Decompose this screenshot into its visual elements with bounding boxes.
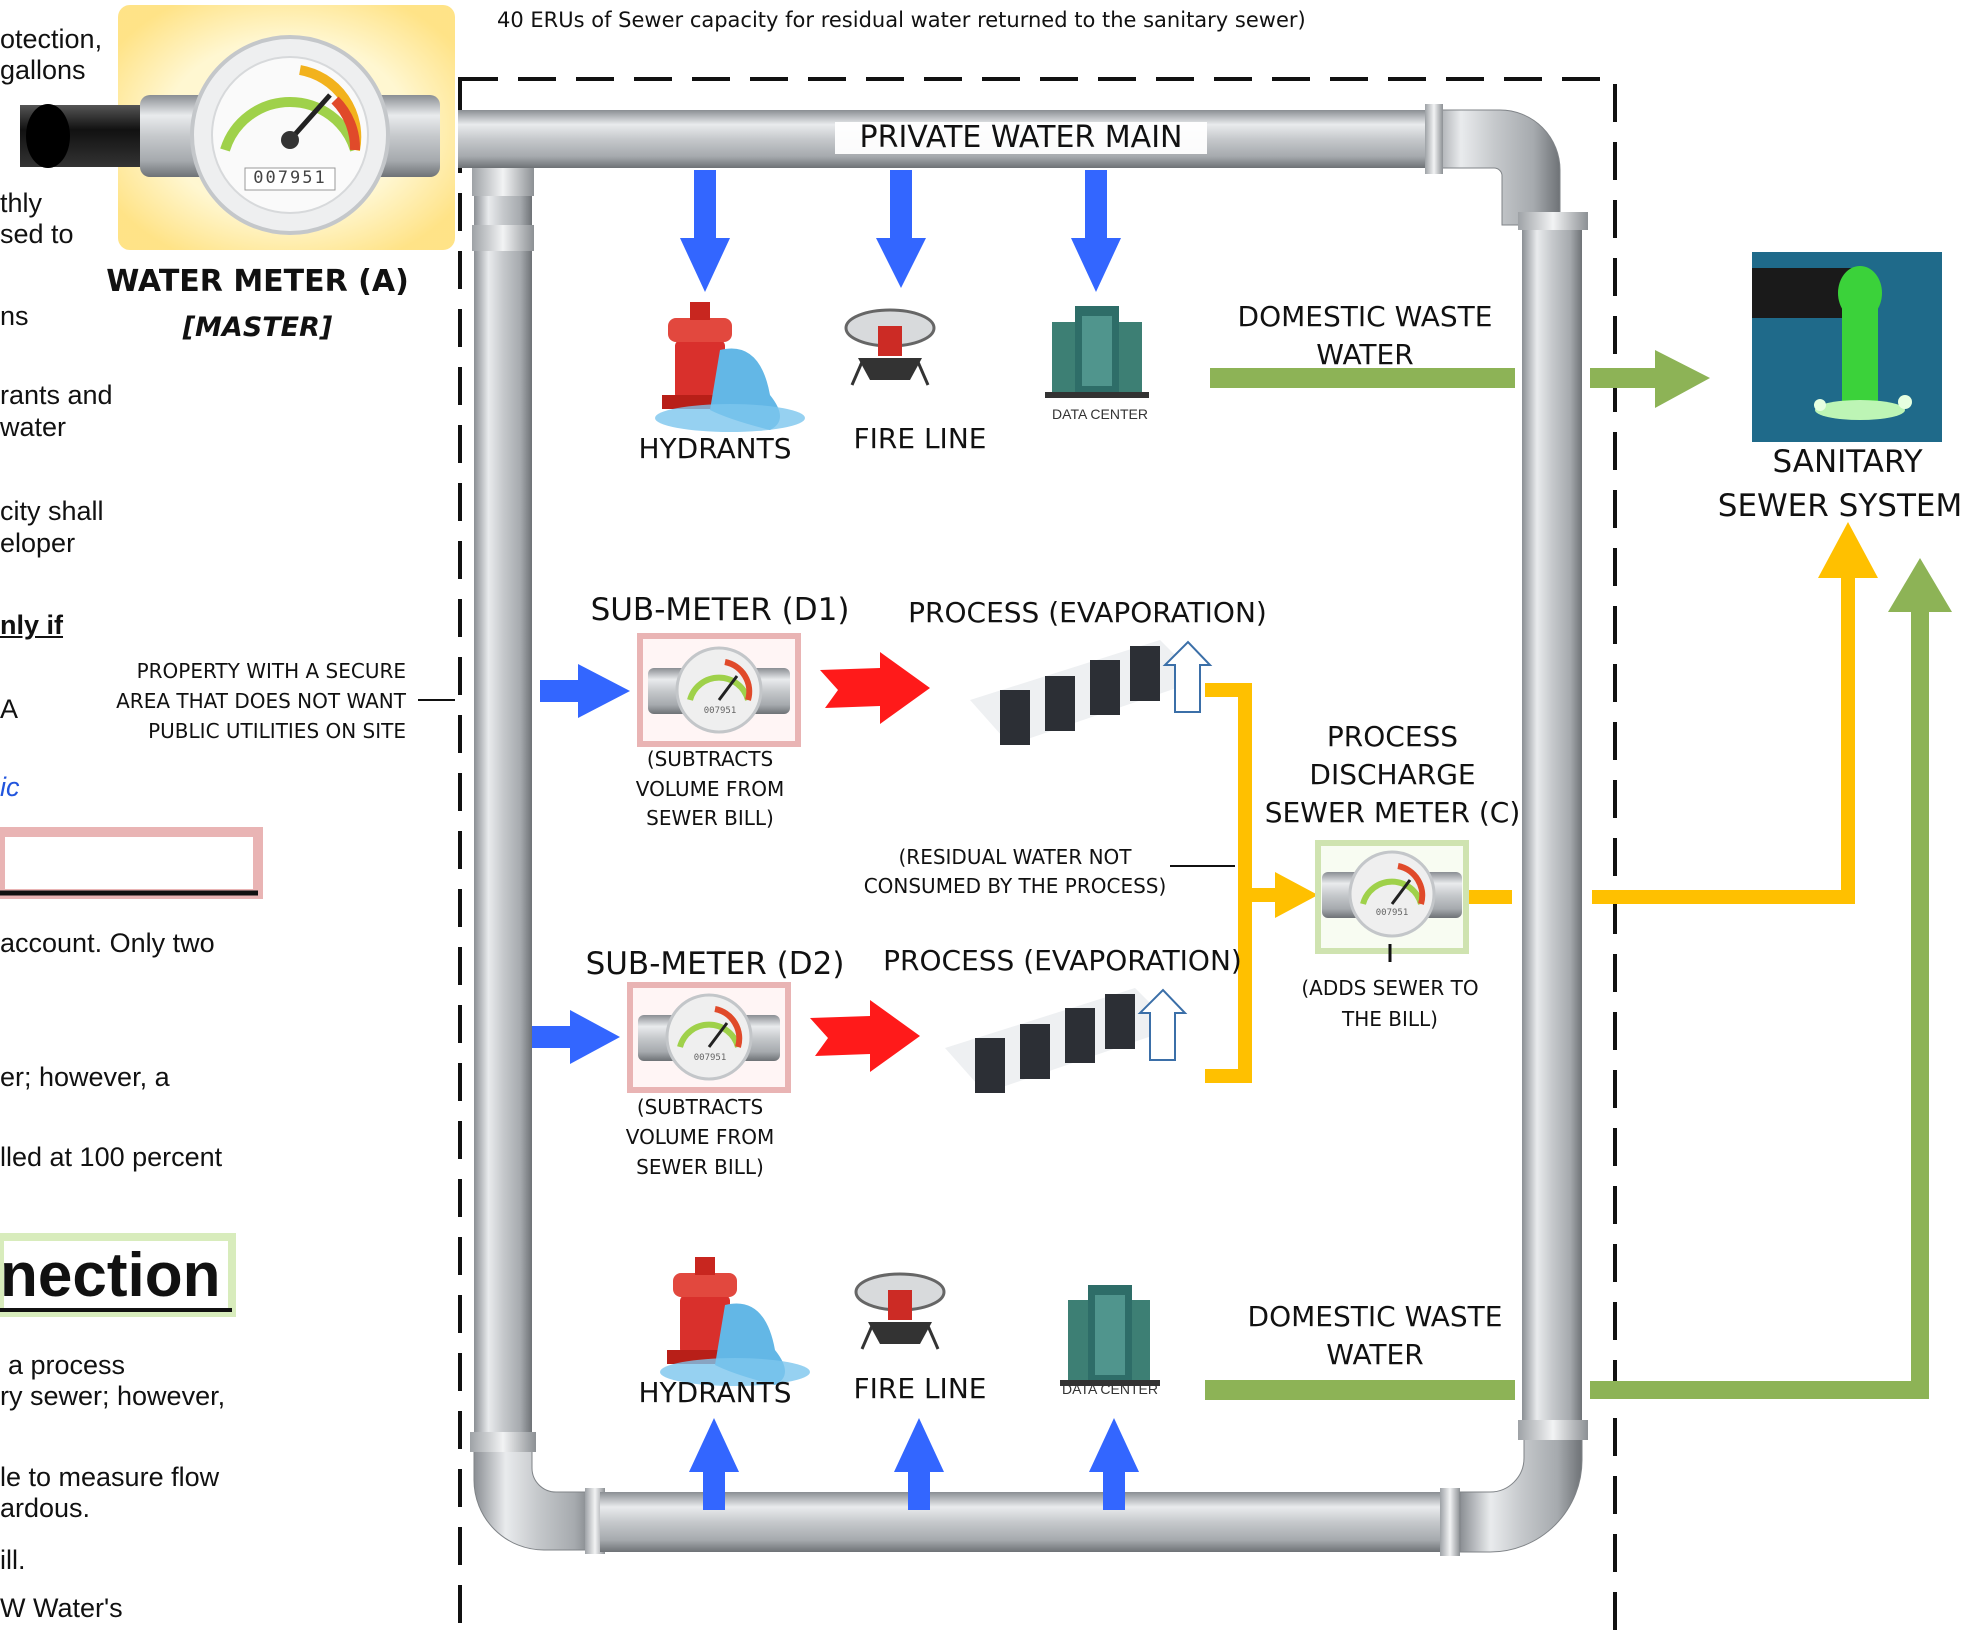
master-meter-reading: 007951 xyxy=(253,168,327,188)
left-text-1: otection, xyxy=(0,24,103,54)
left-text-17: a process xyxy=(8,1350,126,1380)
domestic-waste-bottom-line1: DOMESTIC WASTE xyxy=(1247,1300,1503,1333)
meter-c-line2: DISCHARGE xyxy=(1309,758,1476,791)
fire-sprinkler-icon-bottom xyxy=(854,1272,946,1350)
d1-note-line3: SEWER BILL) xyxy=(646,806,774,830)
left-text-12: ic xyxy=(0,772,20,802)
d2-note-line3: SEWER BILL) xyxy=(636,1155,764,1179)
left-text-22: W Water's xyxy=(0,1593,123,1623)
private-water-main-label: PRIVATE WATER MAIN xyxy=(859,120,1183,155)
server-racks-d2 xyxy=(945,988,1188,1093)
hydrant-icon-bottom xyxy=(660,1257,810,1386)
red-process-arrows xyxy=(810,652,930,1072)
master-meter-subtitle: [MASTER] xyxy=(182,312,333,343)
hydrants-label-bottom: HYDRANTS xyxy=(638,1376,792,1409)
submeter-d2-graphic xyxy=(627,982,791,1093)
residual-note-line1: (RESIDUAL WATER NOT xyxy=(898,845,1132,869)
residual-note-line2: CONSUMED BY THE PROCESS) xyxy=(863,874,1167,898)
left-text-9: eloper xyxy=(0,528,76,558)
submeter-blue-arrows xyxy=(532,664,630,1064)
left-text-2: gallons xyxy=(0,55,86,85)
left-text-10: nly if xyxy=(0,610,64,640)
d2-note-line1: (SUBTRACTS xyxy=(636,1095,764,1119)
domestic-waste-bottom-line2: WATER xyxy=(1326,1338,1424,1371)
data-center-icon-bottom xyxy=(1060,1285,1160,1386)
hydrant-icon-top xyxy=(655,302,805,432)
left-text-3: thly xyxy=(0,188,43,218)
domestic-waste-top-line1: DOMESTIC WASTE xyxy=(1237,300,1493,333)
d1-note-line1: (SUBTRACTS xyxy=(646,747,774,771)
left-text-6: rants and xyxy=(0,380,113,410)
fire-sprinkler-icon-top xyxy=(844,308,936,386)
server-racks-d1 xyxy=(970,640,1213,745)
bottom-pipe xyxy=(600,1492,1450,1552)
master-meter-graphic xyxy=(140,35,440,235)
submeter-d1-title: SUB-METER (D1) xyxy=(590,592,850,628)
top-blue-arrows xyxy=(680,170,1121,292)
left-text-20: ardous. xyxy=(0,1493,91,1523)
right-riser-pipe xyxy=(1522,230,1582,1425)
hydrants-label-top: HYDRANTS xyxy=(638,432,792,465)
domestic-waste-top-line2: WATER xyxy=(1316,338,1414,371)
master-meter-title: WATER METER (A) xyxy=(106,264,409,299)
left-text-15: lled at 100 percent xyxy=(0,1142,223,1172)
residual-flow-bracket xyxy=(1205,683,1280,1083)
bottom-blue-arrows xyxy=(689,1418,1139,1510)
d2-meter-reading: 007951 xyxy=(693,1053,727,1063)
meter-c-graphic xyxy=(1315,840,1469,954)
left-text-21: ill. xyxy=(0,1545,26,1575)
left-text-19: le to measure flow xyxy=(0,1462,220,1492)
data-center-icon-top xyxy=(1045,306,1149,398)
meter-c-note-line1: (ADDS SEWER TO xyxy=(1301,976,1479,1000)
d1-meter-reading: 007951 xyxy=(703,706,737,716)
left-text-11: A xyxy=(0,694,19,724)
top-note: 40 ERUs of Sewer capacity for residual w… xyxy=(497,8,1306,32)
left-text-7: water xyxy=(0,412,67,442)
secure-area-line3: PUBLIC UTILITIES ON SITE xyxy=(148,719,406,743)
secure-area-line2: AREA THAT DOES NOT WANT xyxy=(116,689,406,713)
property-boundary xyxy=(458,77,1617,1635)
left-text-4: sed to xyxy=(0,219,74,249)
left-text-18: ry sewer; however, xyxy=(0,1381,226,1411)
left-text-5: ns xyxy=(0,301,29,331)
data-center-label-bottom: DATA CENTER xyxy=(1062,1381,1158,1397)
process-d2-label: PROCESS (EVAPORATION) xyxy=(883,944,1242,977)
submeter-d1-graphic xyxy=(637,633,801,747)
meter-c-note-line2: THE BILL) xyxy=(1342,1007,1438,1031)
submeter-d2-title: SUB-METER (D2) xyxy=(585,946,845,982)
sanitary-sewer-line1: SANITARY xyxy=(1772,444,1923,480)
left-text-13: account. Only two xyxy=(0,928,215,958)
d2-note-line2: VOLUME FROM xyxy=(625,1125,775,1149)
meter-c-line1: PROCESS xyxy=(1326,720,1459,753)
meter-c-line3: SEWER METER (C) xyxy=(1264,796,1521,829)
sanitary-sewer-line2: SEWER SYSTEM xyxy=(1717,488,1963,524)
d1-note-line2: VOLUME FROM xyxy=(635,777,785,801)
fire-line-label-top: FIRE LINE xyxy=(853,422,987,455)
left-text-8: city shall xyxy=(0,496,104,526)
secure-area-line1: PROPERTY WITH A SECURE xyxy=(136,659,406,683)
fire-line-label-bottom: FIRE LINE xyxy=(853,1372,987,1405)
data-center-label-top: DATA CENTER xyxy=(1052,406,1148,422)
meter-c-reading: 007951 xyxy=(1375,908,1409,918)
sanitary-sewer-icon xyxy=(1752,252,1942,442)
left-text-14: er; however, a xyxy=(0,1062,170,1092)
left-riser-pipe xyxy=(474,168,532,1438)
process-d1-label: PROCESS (EVAPORATION) xyxy=(908,596,1267,629)
left-heading-connection: nection xyxy=(0,1241,221,1310)
